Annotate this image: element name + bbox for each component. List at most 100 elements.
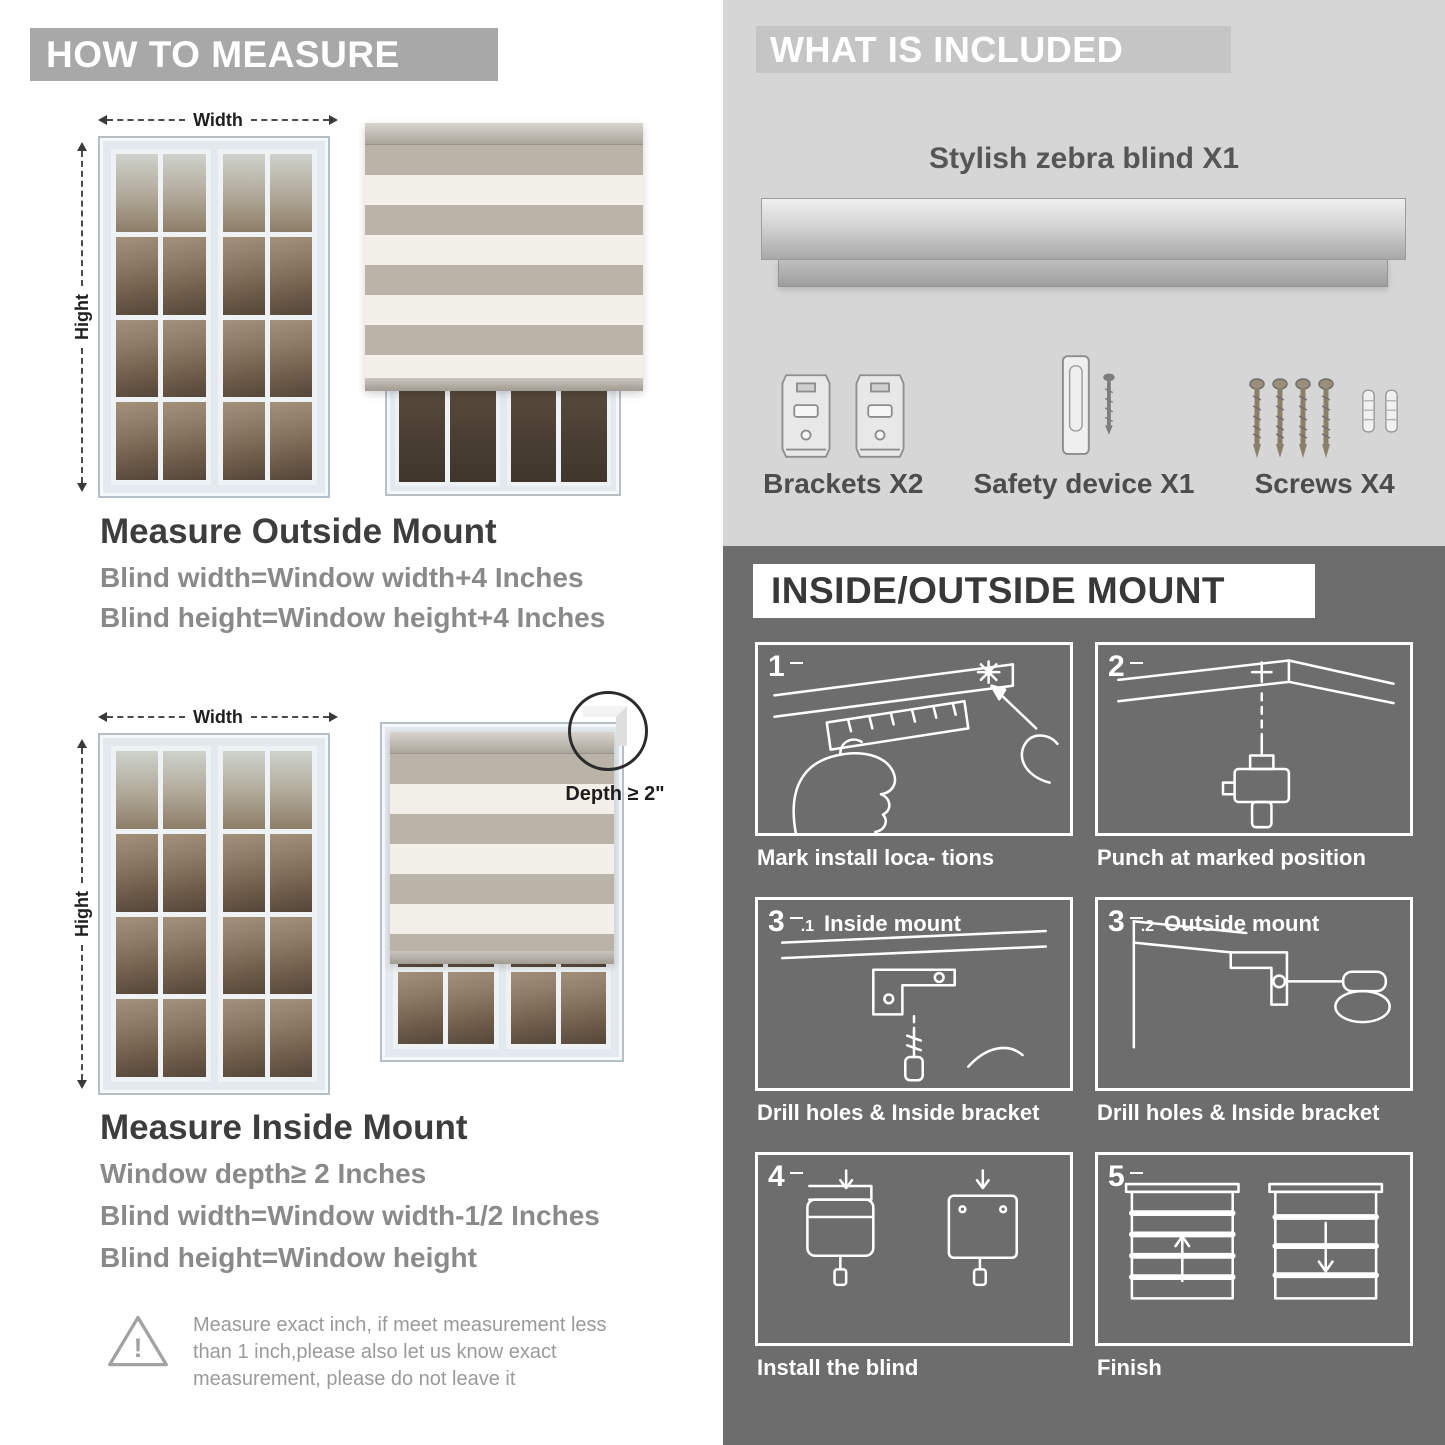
width-arrow: Width bbox=[98, 109, 339, 130]
dashed-line bbox=[81, 347, 83, 483]
inside-mount-title: Measure Inside Mount bbox=[100, 1108, 468, 1147]
inside-mount-formula: Blind width=Window width-1/2 Inches bbox=[100, 1200, 600, 1231]
bracket-icon bbox=[781, 374, 831, 458]
safety-device-icon bbox=[1061, 355, 1115, 455]
arrowhead-left-icon bbox=[98, 712, 107, 722]
window-pane bbox=[222, 154, 265, 232]
brackets-item bbox=[723, 328, 964, 462]
step-title: Outside mount bbox=[1164, 911, 1320, 936]
blind-cassette bbox=[390, 732, 614, 754]
blind-bottom-rail bbox=[365, 378, 643, 391]
window-pane bbox=[222, 999, 265, 1077]
screws-icon bbox=[1249, 378, 1400, 462]
step-box: 1 bbox=[755, 642, 1073, 836]
screw-icon bbox=[1272, 378, 1288, 458]
window-pane bbox=[163, 751, 206, 829]
screws-group bbox=[1249, 378, 1334, 462]
step-caption: Finish bbox=[1097, 1355, 1162, 1380]
brackets-icon bbox=[777, 370, 909, 462]
step-number: 1 bbox=[768, 650, 803, 684]
mount-step-3-2: 3 .2 Outside mount Drill holes & Inside bbox=[1095, 897, 1413, 1126]
step-head: 3 .2 Outside mount bbox=[1108, 905, 1319, 939]
step-caption: Install the blind bbox=[757, 1355, 919, 1380]
screws-item bbox=[1204, 328, 1445, 462]
window-sash bbox=[111, 149, 211, 485]
how-to-measure-header-label: HOW TO MEASURE bbox=[46, 34, 400, 75]
finish-illustration bbox=[1124, 1182, 1384, 1300]
step-caption: Drill holes & Inside bracket bbox=[1097, 1100, 1380, 1125]
zebra-blind-item-label: Stylish zebra blind X1 bbox=[928, 142, 1240, 175]
step-head: 3 .1 Inside mount bbox=[768, 905, 961, 939]
step-head: 2 bbox=[1108, 650, 1143, 684]
width-arrow: Width bbox=[98, 707, 339, 727]
window-pane bbox=[116, 319, 159, 398]
window-sash bbox=[395, 376, 500, 486]
inside-mount-figure: Width Hight Depth ≥ 2" bbox=[40, 691, 685, 1125]
window-pane bbox=[269, 154, 312, 232]
window-pane bbox=[222, 236, 265, 315]
window-pane bbox=[163, 319, 206, 398]
step-number: 3 bbox=[1108, 905, 1143, 939]
warning-triangle-icon: ! bbox=[108, 1315, 168, 1367]
width-label: Width bbox=[193, 109, 243, 130]
brackets-label: Brackets X2 bbox=[763, 468, 924, 499]
window-pane bbox=[269, 916, 312, 995]
inside-mount-formula: Window depth≥ 2 Inches bbox=[100, 1158, 427, 1189]
window-pane bbox=[163, 236, 206, 315]
window-pane bbox=[116, 833, 159, 912]
height-arrow: Hight bbox=[71, 141, 94, 492]
screw-icon bbox=[1249, 378, 1265, 458]
step-number: 5 bbox=[1108, 1160, 1143, 1194]
inside-mount-formula: Blind height=Window height bbox=[100, 1242, 477, 1273]
window-pane bbox=[163, 402, 206, 480]
dashed-line bbox=[107, 119, 186, 121]
step-number: 4 bbox=[768, 1160, 803, 1194]
step-box: 5 bbox=[1095, 1152, 1413, 1346]
blind-cassette-lower-rail bbox=[778, 260, 1388, 287]
blind-cassette-illustration bbox=[761, 198, 1406, 260]
zebra-blind-illustration bbox=[390, 732, 614, 964]
step-head: 4 bbox=[768, 1160, 803, 1194]
window-pane bbox=[269, 833, 312, 912]
warning-text: Measure exact inch, if meet measurement … bbox=[193, 1314, 607, 1390]
safety-device-item bbox=[964, 328, 1205, 462]
mount-step-3-1: 3 .1 Inside mount bbox=[755, 897, 1073, 1126]
depth-callout-circle bbox=[568, 691, 648, 771]
mount-step-2: 2 Punch at marked position bbox=[1095, 642, 1413, 871]
bracket-icon bbox=[855, 374, 905, 458]
window-pane bbox=[510, 380, 557, 482]
step-box: 4 bbox=[755, 1152, 1073, 1346]
window-pane bbox=[116, 751, 159, 829]
wall-anchor-icon bbox=[1362, 389, 1376, 433]
zebra-blind-illustration bbox=[365, 123, 643, 391]
arrowhead-right-icon bbox=[77, 738, 87, 748]
height-label: Hight bbox=[71, 294, 92, 340]
arrowhead-left-icon bbox=[98, 115, 107, 125]
step-sub-number: .1 bbox=[800, 918, 815, 935]
how-to-measure-header: HOW TO MEASURE bbox=[30, 28, 498, 81]
anchors-group bbox=[1360, 388, 1400, 438]
step-caption: Punch at marked position bbox=[1097, 845, 1366, 870]
outside-mount-formula: Blind width=Window width+4 Inches bbox=[100, 562, 584, 593]
window-pane bbox=[116, 999, 159, 1077]
outside-mount-bracket-illustration bbox=[1132, 920, 1391, 1049]
arrowhead-left-icon bbox=[77, 1080, 87, 1089]
window-pane bbox=[116, 402, 159, 480]
height-arrow: Hight bbox=[72, 738, 94, 1089]
window-pane bbox=[269, 751, 312, 829]
dashed-line bbox=[250, 119, 330, 121]
window-illustration bbox=[98, 733, 330, 1095]
window-pane bbox=[163, 916, 206, 995]
screws-label: Screws X4 bbox=[1254, 468, 1395, 499]
step-head: 1 bbox=[768, 650, 803, 684]
arrowhead-right-icon bbox=[77, 141, 87, 151]
depth-callout-label: Depth ≥ 2" bbox=[565, 783, 665, 805]
screw-icon bbox=[1318, 378, 1334, 458]
window-pane bbox=[222, 402, 265, 480]
included-items-row bbox=[723, 328, 1445, 462]
window-pane bbox=[269, 236, 312, 315]
outside-mount-formula: Blind height=Window height+4 Inches bbox=[100, 602, 606, 633]
dashed-line bbox=[81, 150, 83, 286]
wall-anchor-icon bbox=[1385, 389, 1399, 433]
step-caption: Mark install loca- tions bbox=[757, 845, 995, 870]
